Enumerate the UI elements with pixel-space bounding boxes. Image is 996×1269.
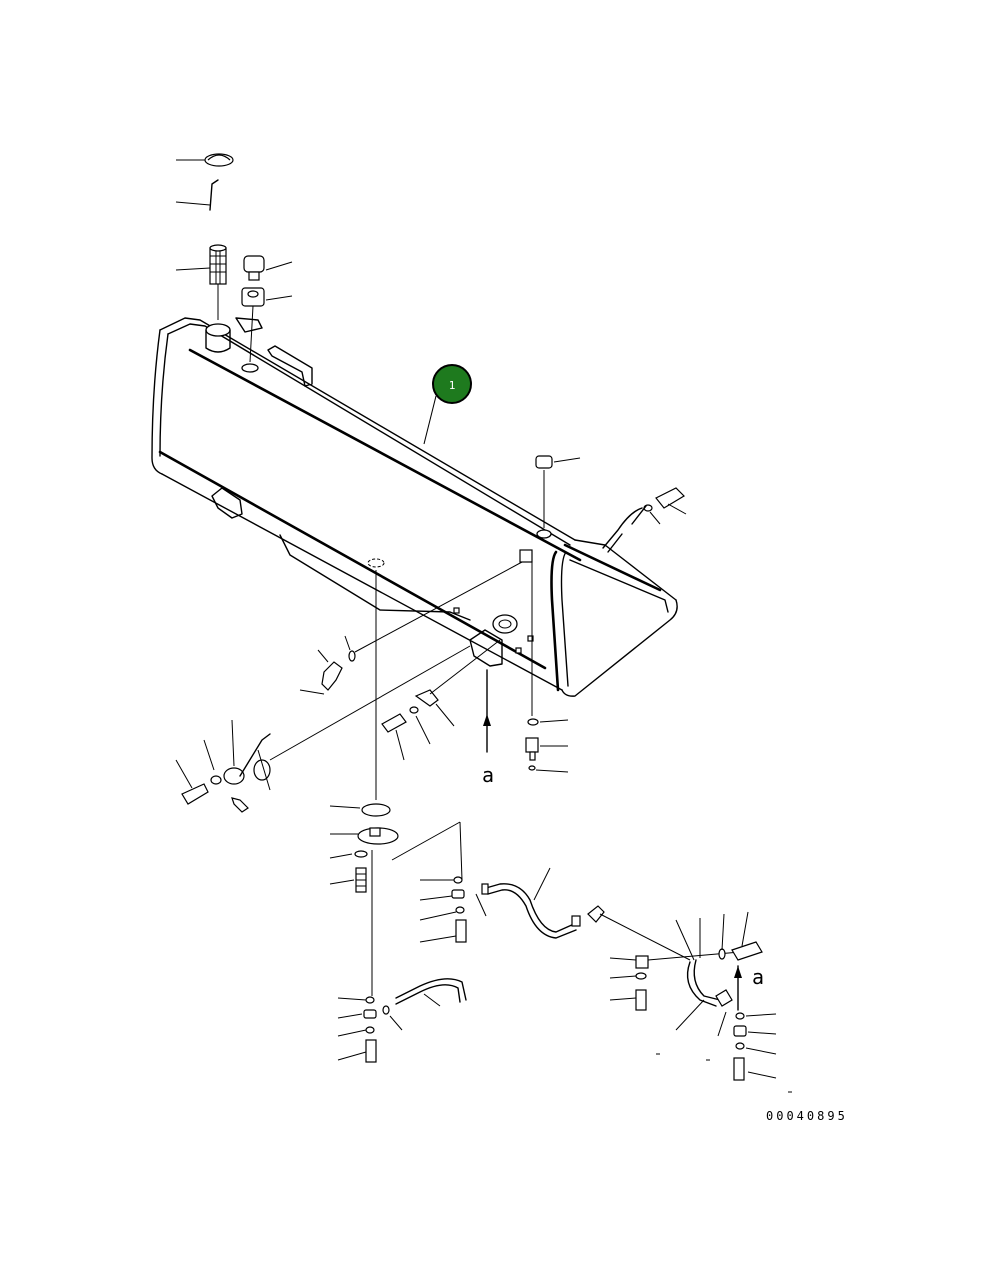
filler-cap (176, 153, 234, 167)
return-hose (475, 867, 581, 939)
drain-valve (414, 639, 501, 727)
level-gauge (175, 645, 471, 813)
sensor-right (525, 560, 569, 773)
drawing-number: 00040895 (766, 1109, 848, 1123)
elbow-fitting (299, 549, 533, 695)
fuel-tank (151, 317, 678, 697)
callout-1[interactable]: 1 (423, 364, 472, 445)
right-hose-group: a (587, 905, 792, 1093)
cap-pin (175, 179, 219, 211)
callout-label: 1 (449, 379, 456, 392)
view-arrow-1: a (482, 669, 494, 787)
strainer (175, 244, 227, 320)
suction-hose (337, 978, 467, 1063)
hose-fittings-center (419, 876, 467, 943)
bolt-right-upper (631, 487, 687, 525)
plug-top (535, 455, 581, 528)
breather (243, 255, 293, 281)
bolt-mid (381, 706, 431, 761)
view-mark-a-2: a (752, 965, 764, 989)
breather-adapter (241, 287, 293, 363)
suction-flange (329, 570, 463, 996)
view-mark-a-1: a (482, 763, 494, 787)
